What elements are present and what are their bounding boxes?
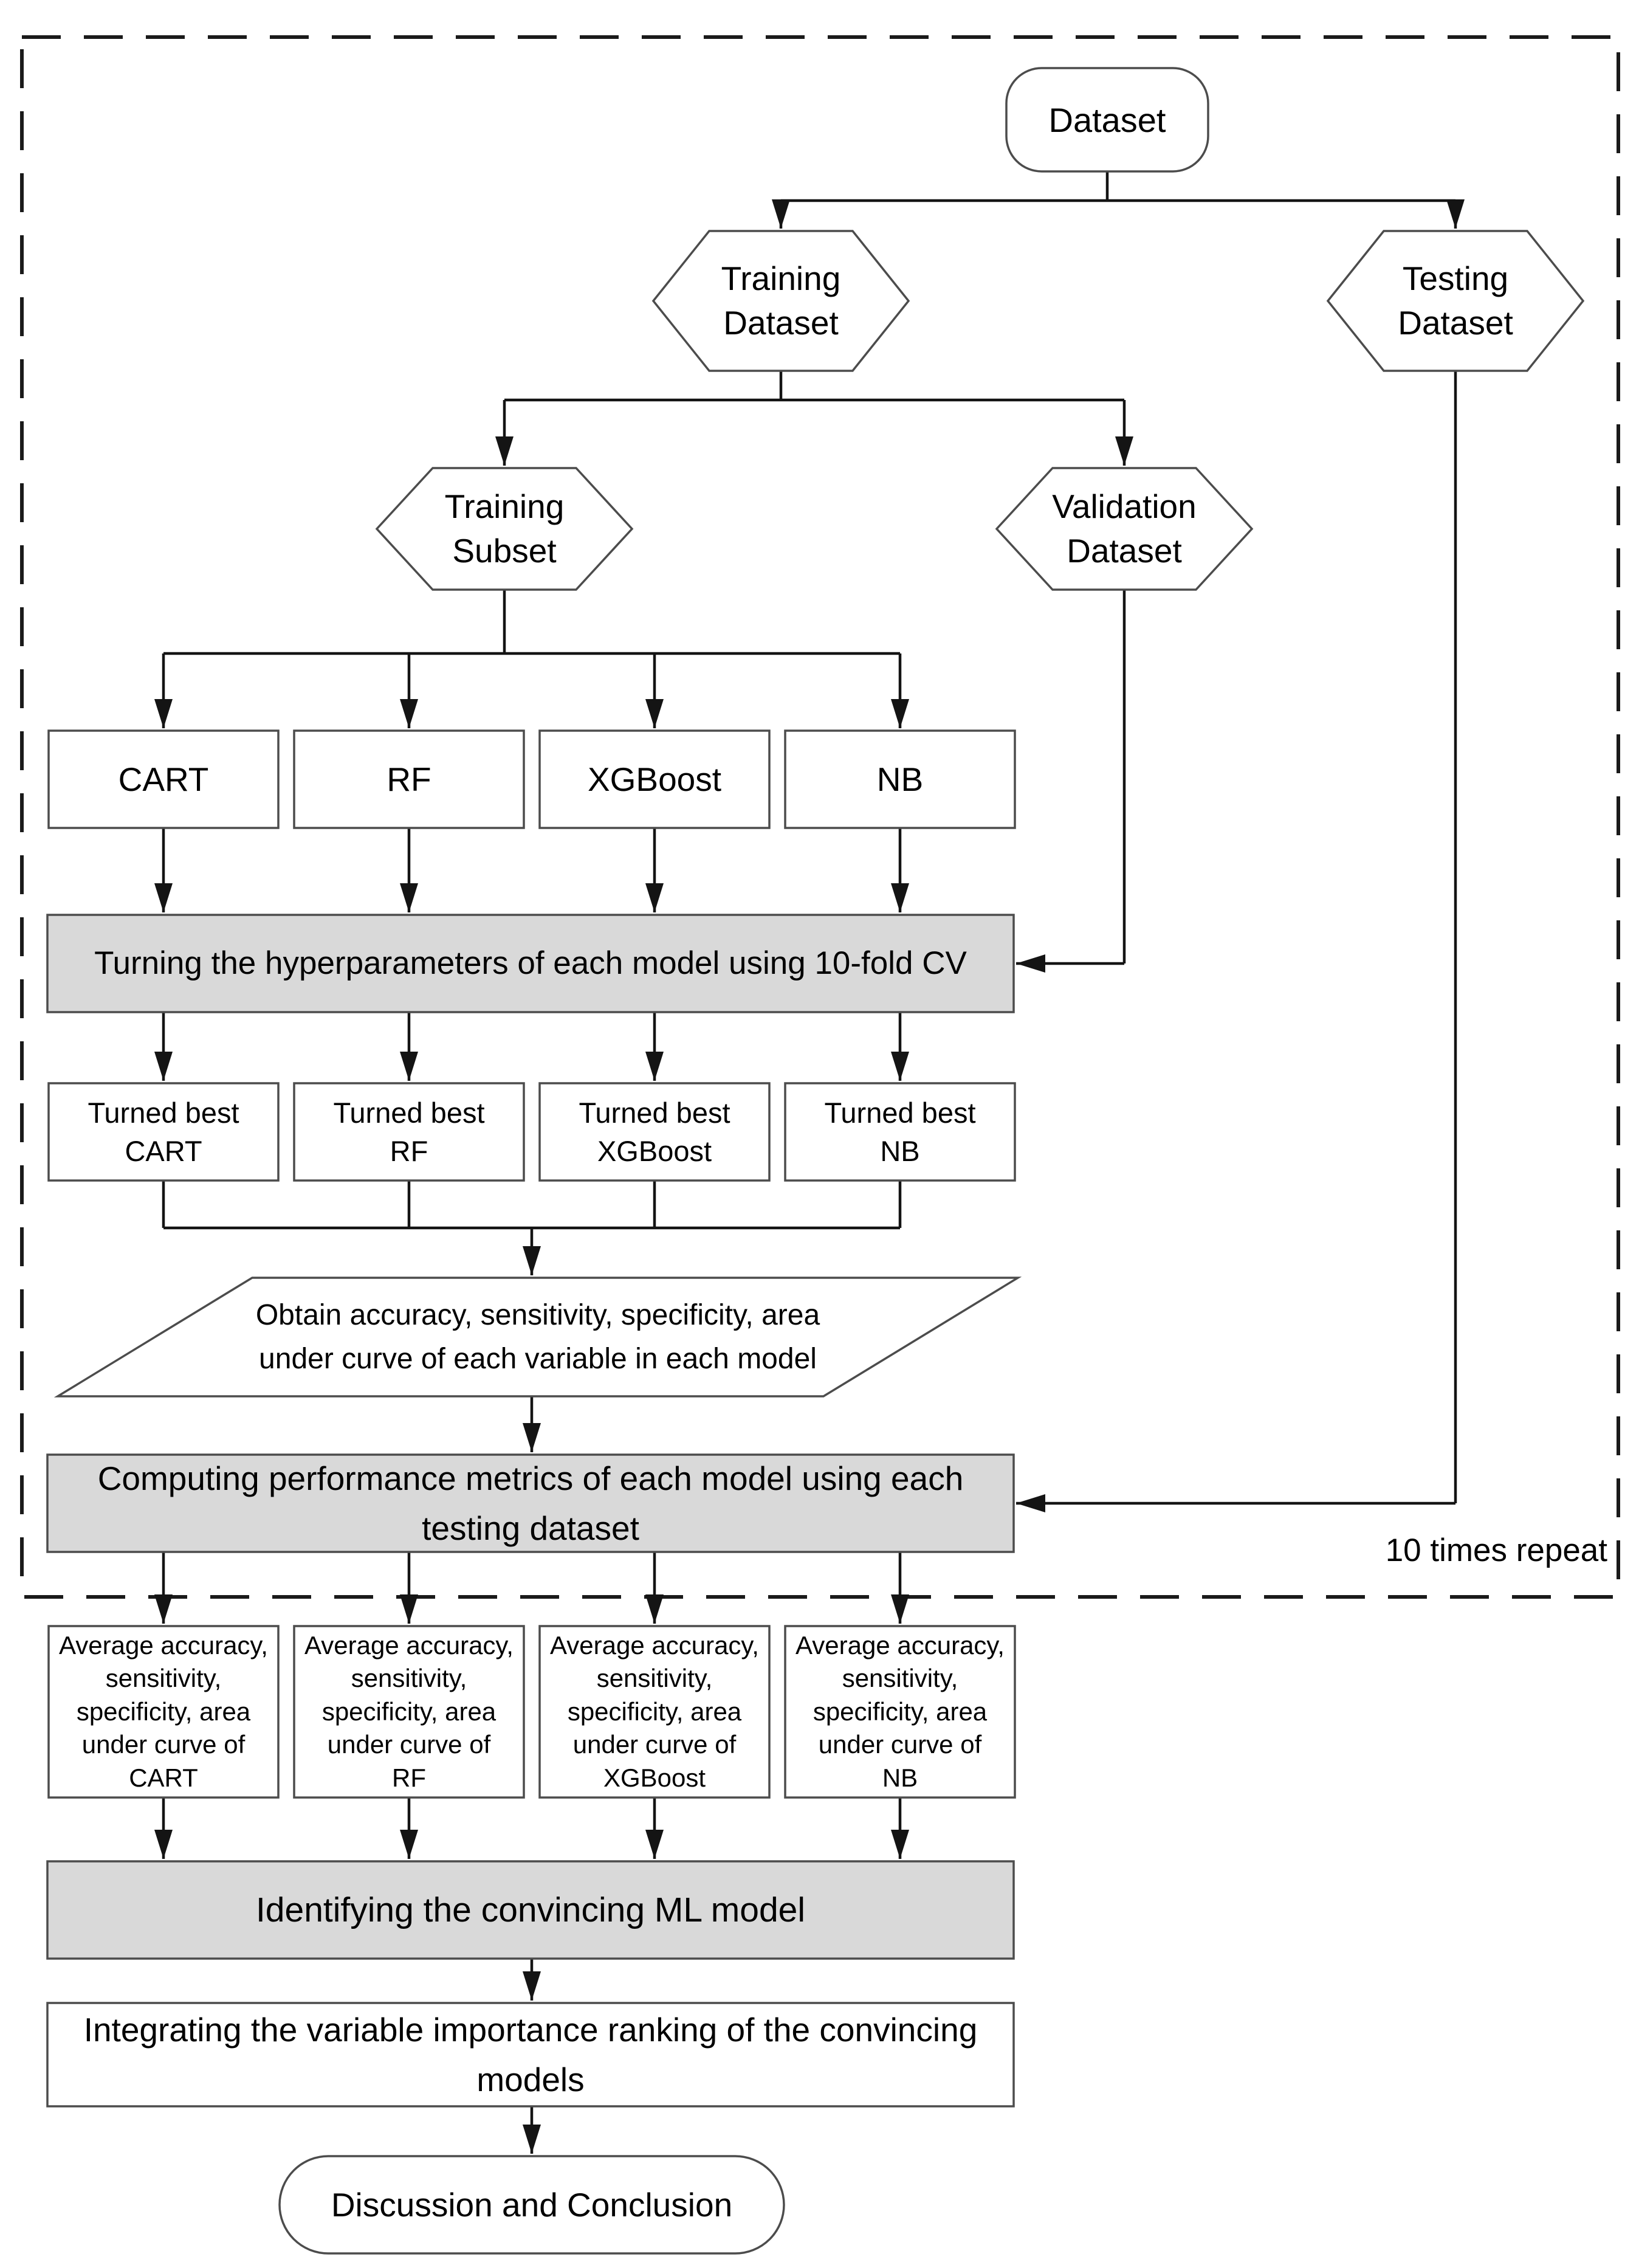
xgboost-text: XGBoost [587,760,722,798]
average-cart-shape [47,1625,280,1799]
connectors [154,171,1465,2154]
turned-nb-label: Turned best NB [785,1083,1015,1181]
turned-xgboost-model: XGBoost [597,1135,712,1167]
rf-shape [293,729,525,829]
identifying-step-text: Identifying the convincing ML model [255,1890,806,1929]
average-cart-label: Average accuracy, sensitivity, specifici… [49,1626,278,1798]
connector-tuning-to-turned [154,1012,909,1081]
computing-step-shape [46,1453,1015,1553]
training-subset-node-label: Training Subset [377,468,632,590]
obtain-step-text: Obtain accuracy, sensitivity, specificit… [255,1299,820,1375]
turned-rf-model: RF [390,1135,428,1167]
validation-dataset-node-label: Validation Dataset [997,468,1252,590]
xgboost-shape [538,729,771,829]
turned-cart-model: CART [125,1135,202,1167]
connector-testing-to-computing [1016,371,1457,1512]
tuning-step-shape [46,914,1015,1013]
nb-shape [784,729,1016,829]
nb-text: NB [876,760,924,798]
training-dataset-line1: Training [721,260,841,298]
turned-cart-label: Turned best CART [49,1083,278,1181]
cart-text: CART [118,760,209,798]
obtain-step-label: Obtain accuracy, sensitivity, specificit… [246,1278,830,1396]
conclusion-shape [278,2155,785,2255]
average-nb-text: Average accuracy, sensitivity, specifici… [795,1630,1005,1792]
average-xgboost-text: Average accuracy, sensitivity, specifici… [550,1630,759,1792]
repeat-loop-dashed-border [20,35,1620,1599]
average-nb-shape [784,1625,1016,1799]
conclusion-text: Discussion and Conclusion [331,2185,733,2224]
training-dataset-node-label: Training Dataset [653,231,909,371]
turned-xgboost-shape [538,1082,771,1182]
training-subset-line1: Training [444,488,565,526]
dataset-node-label: Dataset [1006,68,1208,171]
conclusion-node-label: Discussion and Conclusion [280,2156,784,2253]
rf-text: RF [387,760,431,798]
rf-node-label: RF [294,731,524,828]
integrating-step-text: Integrating the variable importance rank… [83,2010,978,2099]
validation-dataset-line2: Dataset [1067,532,1182,570]
connector-dataset-split [772,171,1465,229]
obtain-step-shape [53,1277,1022,1398]
turned-cart-prefix: Turned best [88,1096,239,1129]
turned-nb-model: NB [880,1135,920,1167]
dataset-shape [1005,67,1209,173]
turned-cart-shape [47,1082,280,1182]
testing-dataset-line1: Testing [1402,260,1509,298]
testing-dataset-line2: Dataset [1398,304,1513,342]
average-xgboost-shape [538,1625,771,1799]
connector-subset-branch [154,590,909,728]
xgboost-node-label: XGBoost [540,731,769,828]
turned-rf-shape [293,1082,525,1182]
connector-validation-to-tuning [1016,590,1126,973]
average-cart-text: Average accuracy, sensitivity, specifici… [59,1630,268,1792]
identifying-step-label: Identifying the convincing ML model [47,1861,1014,1959]
tuning-step-label: Turning the hyperparameters of each mode… [47,915,1014,1012]
turned-rf-label: Turned best RF [294,1083,524,1181]
shapes [46,67,1585,2255]
connector-computing-to-average [154,1552,909,1624]
integrating-step-label: Integrating the variable importance rank… [47,2003,1014,2106]
nb-node-label: NB [785,731,1015,828]
identifying-step-shape [46,1860,1015,1960]
connector-models-to-tuning [154,828,909,912]
average-rf-label: Average accuracy, sensitivity, specifici… [294,1626,524,1798]
average-xgboost-label: Average accuracy, sensitivity, specifici… [540,1626,769,1798]
testing-dataset-node-label: Testing Dataset [1328,231,1583,371]
training-subset-shape [375,467,634,591]
cart-shape [47,729,280,829]
turned-nb-prefix: Turned best [824,1096,976,1129]
testing-dataset-shape [1326,230,1585,372]
cart-node-label: CART [49,731,278,828]
integrating-step-shape [46,2002,1015,2108]
average-nb-label: Average accuracy, sensitivity, specifici… [785,1626,1015,1798]
training-subset-line2: Subset [452,532,557,570]
turned-xgboost-label: Turned best XGBoost [540,1083,769,1181]
training-dataset-shape [651,230,910,372]
repeat-count-text: 10 times repeat [1385,1532,1607,1568]
connector-training-split [495,371,1133,466]
training-dataset-line2: Dataset [723,304,839,342]
tuning-step-text: Turning the hyperparameters of each mode… [94,945,967,981]
dataset-text: Dataset [1048,100,1166,139]
validation-dataset-shape [995,467,1254,591]
average-rf-text: Average accuracy, sensitivity, specifici… [304,1630,514,1792]
connector-average-to-identifying [154,1798,909,1859]
turned-rf-prefix: Turned best [333,1096,485,1129]
validation-dataset-line1: Validation [1052,488,1197,526]
connector-turned-merge [162,1181,902,1275]
computing-step-label: Computing performance metrics of each mo… [47,1455,1014,1552]
repeat-count-label: 10 times repeat [1291,1526,1607,1574]
average-rf-shape [293,1625,525,1799]
turned-xgboost-prefix: Turned best [579,1096,730,1129]
computing-step-text: Computing performance metrics of each mo… [97,1459,964,1548]
turned-nb-shape [784,1082,1016,1182]
